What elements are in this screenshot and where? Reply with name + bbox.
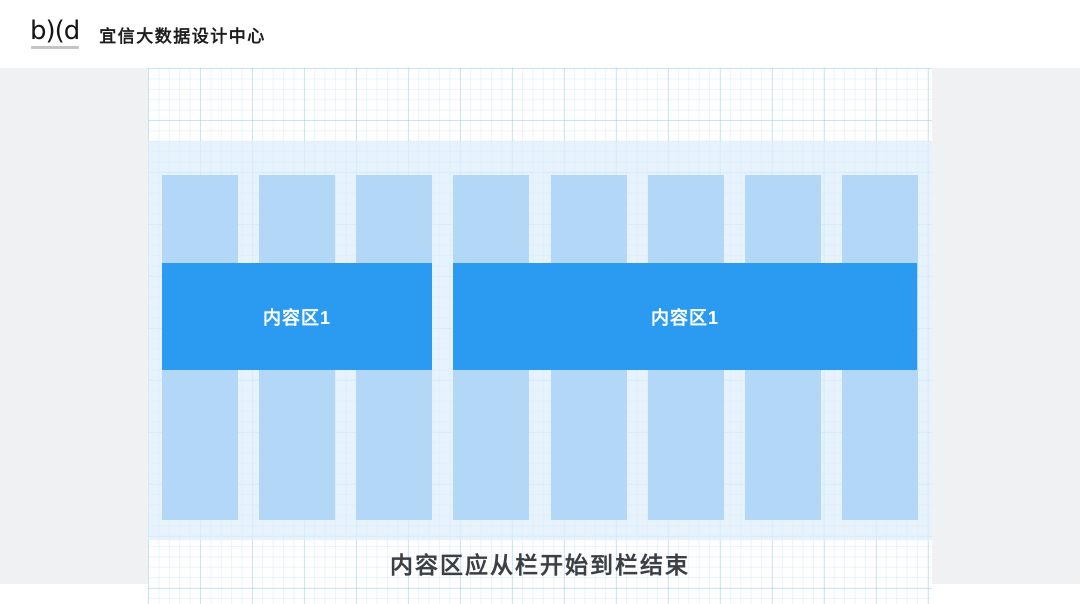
bxd-logo-glyph: b)(d [30, 16, 80, 46]
caption-text: 内容区应从栏开始到栏结束 [390, 552, 690, 578]
bxd-logo-fineprint [30, 46, 79, 49]
content-block: 内容区1 [162, 263, 432, 370]
content-block: 内容区1 [453, 263, 917, 370]
slide-canvas: 内容区1 内容区1 内容区应从栏开始到栏结束 [148, 68, 932, 604]
bxd-logo: b)(d [30, 16, 80, 49]
header-title: 宜信大数据设计中心 [99, 26, 266, 46]
header-bar: b)(d 宜信大数据设计中心 [0, 0, 1080, 68]
